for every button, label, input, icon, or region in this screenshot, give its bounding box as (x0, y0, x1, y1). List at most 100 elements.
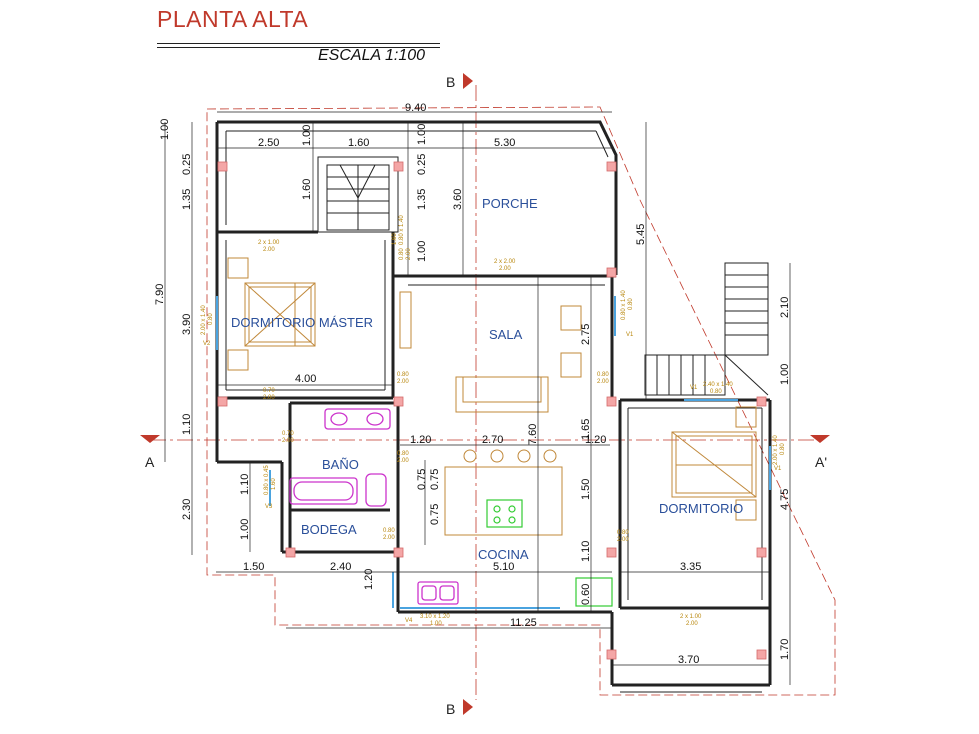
section-lines (150, 85, 820, 700)
dim-5-45: 5.45 (635, 224, 647, 245)
label-p-bano-door-h: 2.00 (397, 458, 409, 464)
dim-3-60: 3.60 (452, 189, 464, 210)
plan-title: PLANTA ALTA (157, 6, 309, 32)
dim-0-25-a: 0.25 (181, 154, 193, 175)
stair-upper (317, 156, 399, 233)
dim-1-50-a: 1.50 (243, 561, 264, 573)
label-w-dorm-top-v1: V1 (690, 385, 698, 391)
windows (216, 296, 771, 609)
label-w-bano-v3: V3 (265, 504, 273, 510)
dim-1-35-a: 1.35 (181, 189, 193, 210)
inner-walls (225, 130, 763, 693)
room-dormitorio-master: DORMITORIO MÁSTER (231, 315, 373, 330)
dim-2-30: 2.30 (181, 499, 193, 520)
label-w-bano: 0.80 x 0.45 (264, 465, 270, 495)
room-sala: SALA (489, 327, 523, 342)
label-p-master-door-h: 2.00 (397, 379, 409, 385)
dim-2-75: 2.75 (580, 324, 592, 345)
stair-exterior (644, 262, 769, 396)
dim-9-40: 9.40 (405, 102, 426, 114)
label-w-cocina: 3.10 x 1.20 (420, 614, 450, 620)
room-names: PORCHE DORMITORIO MÁSTER SALA BAÑO BODEG… (231, 196, 743, 562)
label-w-cocina-h: 1.00 (430, 621, 442, 627)
label-w-dorm-bottom-h: 2.00 (686, 621, 698, 627)
columns (217, 161, 767, 660)
room-dormitorio: DORMITORIO (659, 501, 743, 516)
dim-1-00-e: 1.00 (416, 241, 428, 262)
label-w-dorm-right-v1: V1 (774, 466, 782, 472)
plan-scale: ESCALA 1:100 (318, 47, 426, 64)
label-p-dorm: 0.80 (617, 530, 629, 536)
label-p-bodega-h: 2.00 (383, 535, 395, 541)
label-p-master-bath-h: 2.00 (263, 395, 275, 401)
dim-3-70: 3.70 (678, 654, 699, 666)
dimension-lines (164, 111, 791, 685)
dim-1-20-a: 1.20 (363, 569, 375, 590)
dim-1-00-b: 1.00 (239, 519, 251, 540)
dim-0-75-c: 0.75 (416, 469, 428, 490)
dim-1-00-a: 1.00 (159, 119, 171, 140)
label-w-master-side: 2.00 x 1.40 (201, 305, 207, 335)
label-w-stair: 0.80 x 1.40 (399, 215, 405, 245)
section-b-bottom-label: B (446, 701, 455, 717)
label-w-master-top-h: 2.00 (263, 247, 275, 253)
label-p-bano: 0.70 (282, 431, 294, 437)
label-w-sala-right: 0.80 x 1.40 (621, 290, 627, 320)
label-w-dorm-bottom: 2 x 1.00 (680, 614, 702, 620)
label-p-sala-right: 0.80 (597, 372, 609, 378)
label-w-sala-right-h: 0.80 (628, 298, 634, 310)
dim-1-10-c: 1.10 (580, 541, 592, 562)
dim-1-35-b: 1.35 (416, 189, 428, 210)
dim-2-40: 2.40 (330, 561, 351, 573)
label-w-cocina-v4: V4 (405, 618, 413, 624)
dim-2-70: 2.70 (482, 434, 503, 446)
room-cocina: COCINA (478, 547, 529, 562)
dim-4-75: 4.75 (779, 489, 791, 510)
dim-4-00: 4.00 (295, 373, 316, 385)
dim-5-10: 5.10 (493, 561, 514, 573)
section-b-top-label: B (446, 74, 455, 90)
dim-0-60: 0.60 (580, 584, 592, 605)
label-w-dorm-top: 2.40 x 1.40 (703, 382, 733, 388)
title-underline (157, 43, 440, 44)
dim-1-20-b: 1.20 (410, 434, 431, 446)
dim-2-50: 2.50 (258, 137, 279, 149)
dim-11-25: 11.25 (510, 617, 537, 629)
room-bano: BAÑO (322, 457, 359, 472)
dim-0-25-b: 0.25 (416, 154, 428, 175)
dim-1-10-b: 1.10 (239, 474, 251, 495)
opening-labels: 2 x 1.00 2.00 2 x 2.00 2.00 2.00 x 1.40 … (201, 215, 786, 627)
dim-1-00-d: 1.00 (416, 124, 428, 145)
dim-2-10: 2.10 (779, 297, 791, 318)
dim-1-10-a: 1.10 (181, 414, 193, 435)
label-p-master-bath: 0.70 (263, 388, 275, 394)
dim-3-35: 3.35 (680, 561, 701, 573)
label-w-dorm-right: 2.00 x 1.40 (773, 435, 779, 465)
dim-3-90: 3.90 (181, 314, 193, 335)
label-p-master-door: 0.80 (397, 372, 409, 378)
dim-1-00-f: 1.00 (779, 364, 791, 385)
section-a-right-label: A' (815, 454, 827, 470)
section-a-left-label: A (145, 454, 155, 470)
label-w-porche: 2 x 2.00 (494, 259, 516, 265)
kitchen-cooktop (486, 499, 613, 607)
label-w-dorm-top-h: 0.80 (710, 389, 722, 395)
master-bed (227, 257, 316, 371)
label-w-porche-h: 2.00 (499, 266, 511, 272)
dorm-bed (671, 406, 757, 521)
dim-0-75-a: 0.75 (429, 469, 441, 490)
label-w-sala-v1: V1 (626, 332, 634, 338)
dim-1-65: 1.65 (580, 419, 592, 440)
dim-5-30: 5.30 (494, 137, 515, 149)
kitchen-furniture (444, 449, 563, 536)
dim-1-60-top: 1.60 (348, 137, 369, 149)
label-w-master-v2: V2 (203, 341, 211, 347)
dim-1-70: 1.70 (779, 639, 791, 660)
sala-furniture (399, 291, 582, 413)
label-w-dorm-right-h: 0.80 (780, 443, 786, 455)
title-underline-thin (157, 47, 440, 48)
dim-7-60: 7.60 (527, 424, 539, 445)
label-w-master-top: 2 x 1.00 (258, 240, 280, 246)
